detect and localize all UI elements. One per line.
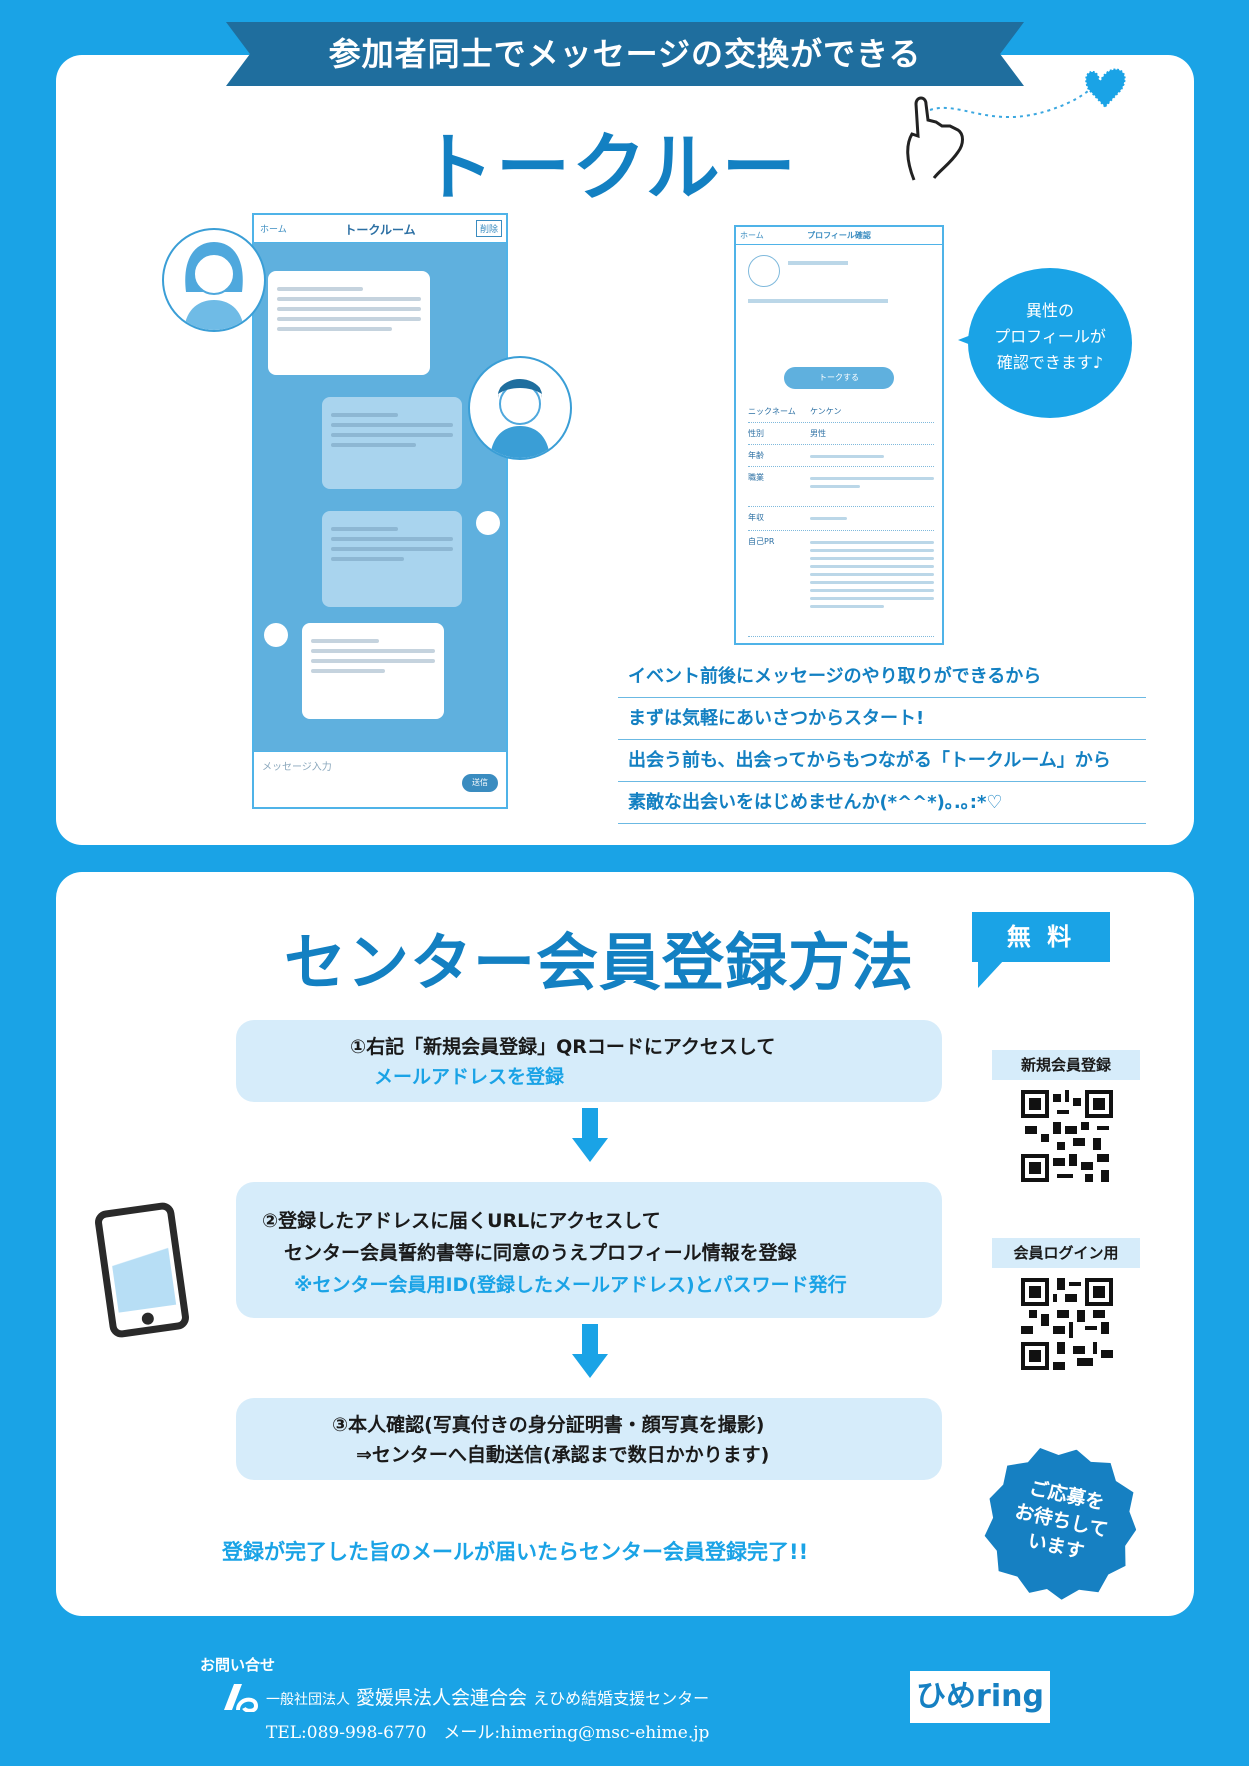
profile-talk-button[interactable]: トークする — [784, 367, 894, 389]
step-arrow-icon — [572, 1108, 608, 1162]
waiting-seal-text: ご応募を お待ちして います — [1012, 1476, 1110, 1564]
talkroom-panel — [56, 55, 1194, 845]
feature-bullet: 素敵な出会いをはじめませんか(*^^*)｡.｡:*♡ — [618, 782, 1146, 824]
hand-heart-illustration — [906, 67, 1127, 181]
registration-title: センター会員登録方法 — [284, 926, 915, 999]
chat-title: トークルーム — [344, 223, 416, 237]
organization-center-name: えひめ結婚支援センター — [533, 1689, 710, 1708]
woman-icon — [184, 242, 244, 330]
registration-step-3: ③本人確認(写真付きの身分証明書・顔写真を撮影) ⇒センターへ自動送信(承認まで… — [236, 1398, 942, 1480]
chat-header: ホーム トークルーム 削除 — [254, 215, 506, 243]
profile-row: 年収 — [748, 509, 934, 531]
profile-row: 自己PR — [748, 533, 934, 637]
chat-message — [268, 271, 430, 375]
chat-input-area[interactable]: メッセージ入力 送信 — [254, 751, 506, 807]
qr-login-label: 会員ログイン用 — [992, 1238, 1140, 1268]
man-avatar — [468, 356, 572, 460]
feature-bullet: まずは気軽にあいさつからスタート! — [618, 698, 1146, 740]
profile-note-bubble: 異性の プロフィールが 確認できます♪ — [968, 268, 1132, 418]
chat-message — [302, 623, 444, 719]
chat-message — [322, 511, 462, 607]
profile-row: ニックネームケンケン — [748, 403, 934, 423]
chat-delete-button[interactable]: 削除 — [475, 220, 502, 237]
profile-note-text: 異性の プロフィールが 確認できます♪ — [994, 301, 1106, 372]
qr-new-member-label: 新規会員登録 — [992, 1050, 1140, 1080]
chat-input-placeholder: メッセージ入力 — [262, 762, 332, 773]
contact-info: TEL:089-998-6770 メール:himering@msc-ehime.… — [266, 1723, 710, 1743]
organization-main-name: 愛媛県法人会連合会 — [356, 1687, 528, 1709]
feature-bullet: 出会う前も、出会ってからもつながる「トークルーム」から — [618, 740, 1146, 782]
chat-sender-avatar — [264, 623, 288, 647]
qr-code-member-login[interactable] — [1021, 1278, 1113, 1370]
profile-header-title: プロフィール確認 — [807, 231, 871, 240]
contact-label: お問い合せ — [200, 1656, 276, 1674]
chat-back-link[interactable]: ホーム — [260, 225, 287, 235]
registration-complete-note: 登録が完了した旨のメールが届いたらセンター会員登録完了!! — [222, 1540, 809, 1564]
man-icon — [490, 379, 550, 458]
profile-avatar — [748, 255, 780, 287]
talkroom-banner: 参加者同士でメッセージの交換ができる — [226, 22, 1024, 86]
profile-name-placeholder — [788, 261, 848, 265]
profile-row: 性別男性 — [748, 425, 934, 445]
organization-logo — [224, 1684, 259, 1712]
step-arrow-icon — [572, 1324, 608, 1378]
profile-row: 職業 — [748, 469, 934, 507]
profile-row: 年齢 — [748, 447, 934, 467]
chat-sender-avatar — [476, 511, 500, 535]
profile-header: ホーム プロフィール確認 — [736, 227, 942, 245]
profile-mock-screen: ホーム プロフィール確認 トークする ニックネームケンケン 性別男性 年齢 職業… — [734, 225, 944, 645]
himering-logo: ひめring — [910, 1671, 1050, 1723]
free-badge-tail — [978, 960, 1004, 988]
profile-back-link[interactable]: ホーム — [740, 231, 764, 240]
qr-code-new-member[interactable] — [1021, 1090, 1113, 1182]
feature-bullet: イベント前後にメッセージのやり取りができるから — [618, 656, 1146, 698]
registration-step-2: ②登録したアドレスに届くURLにアクセスして センター会員誓約書等に同意のうえプ… — [236, 1182, 942, 1318]
registration-step-1: ①右記「新規会員登録」QRコードにアクセスして メールアドレスを登録 — [236, 1020, 942, 1102]
chat-mock-screen: ホーム トークルーム 削除 メッセージ入力 送信 — [252, 213, 508, 809]
chat-send-button[interactable]: 送信 — [462, 774, 498, 792]
chat-message — [322, 397, 462, 489]
woman-avatar — [162, 228, 266, 332]
organization-name: 一般社団法人 愛媛県法人会連合会 えひめ結婚支援センター — [266, 1683, 709, 1710]
organization-prefix: 一般社団法人 — [266, 1692, 350, 1708]
profile-intro-placeholder — [748, 299, 888, 303]
free-badge: 無 料 — [972, 912, 1110, 962]
